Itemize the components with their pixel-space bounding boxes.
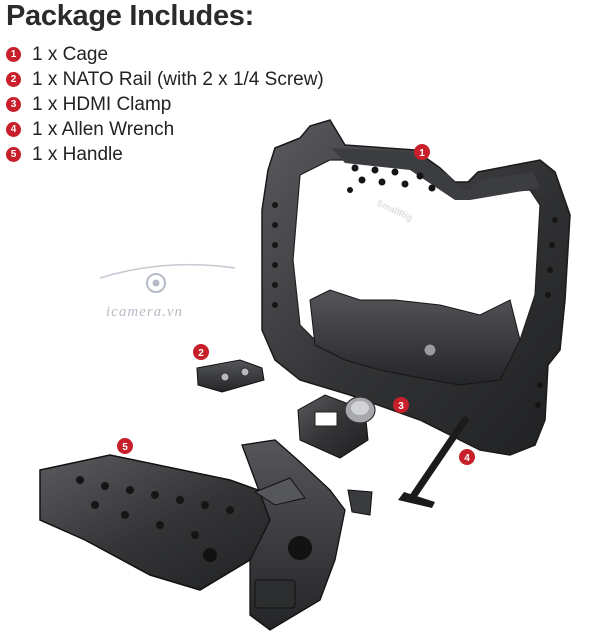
list-item-label: 1 x Cage bbox=[32, 43, 109, 65]
page-title: Package Includes: bbox=[6, 0, 254, 32]
marker-label: 2 bbox=[198, 348, 204, 359]
marker-label: 3 bbox=[398, 401, 404, 412]
number-badge: 4 bbox=[6, 122, 21, 137]
allen-wrench-image bbox=[398, 416, 469, 508]
cage-image: SmallRig bbox=[261, 119, 571, 456]
marker-4: 4 bbox=[459, 449, 475, 465]
marker-label: 5 bbox=[122, 442, 128, 453]
handle-image bbox=[39, 439, 373, 631]
hdmi-clamp-image bbox=[297, 394, 376, 459]
number-badge: 3 bbox=[6, 97, 21, 112]
marker-3: 3 bbox=[393, 397, 409, 413]
package-list: 1 1 x Cage 2 1 x NATO Rail (with 2 x 1/4… bbox=[6, 42, 324, 167]
list-item: 4 1 x Allen Wrench bbox=[6, 117, 324, 142]
watermark-text: icamera.vn bbox=[106, 304, 183, 320]
marker-label: 1 bbox=[419, 148, 425, 159]
list-item-label: 1 x Handle bbox=[32, 143, 123, 165]
watermark: icamera.vn bbox=[99, 263, 236, 320]
number-badge: 2 bbox=[6, 72, 21, 87]
number-badge: 5 bbox=[6, 147, 21, 162]
list-item-label: 1 x Allen Wrench bbox=[32, 118, 175, 140]
nato-rail-image bbox=[196, 359, 265, 393]
list-item: 3 1 x HDMI Clamp bbox=[6, 92, 324, 117]
marker-1: 1 bbox=[414, 144, 430, 160]
list-item: 2 1 x NATO Rail (with 2 x 1/4 Screw) bbox=[6, 67, 324, 92]
list-item-label: 1 x HDMI Clamp bbox=[32, 93, 172, 115]
marker-label: 4 bbox=[464, 453, 470, 464]
list-item: 5 1 x Handle bbox=[6, 142, 324, 167]
marker-5: 5 bbox=[117, 438, 133, 454]
camera-logo-icon bbox=[146, 273, 166, 293]
marker-2: 2 bbox=[193, 344, 209, 360]
list-item-label: 1 x NATO Rail (with 2 x 1/4 Screw) bbox=[32, 68, 324, 90]
number-badge: 1 bbox=[6, 47, 21, 62]
list-item: 1 1 x Cage bbox=[6, 42, 324, 67]
